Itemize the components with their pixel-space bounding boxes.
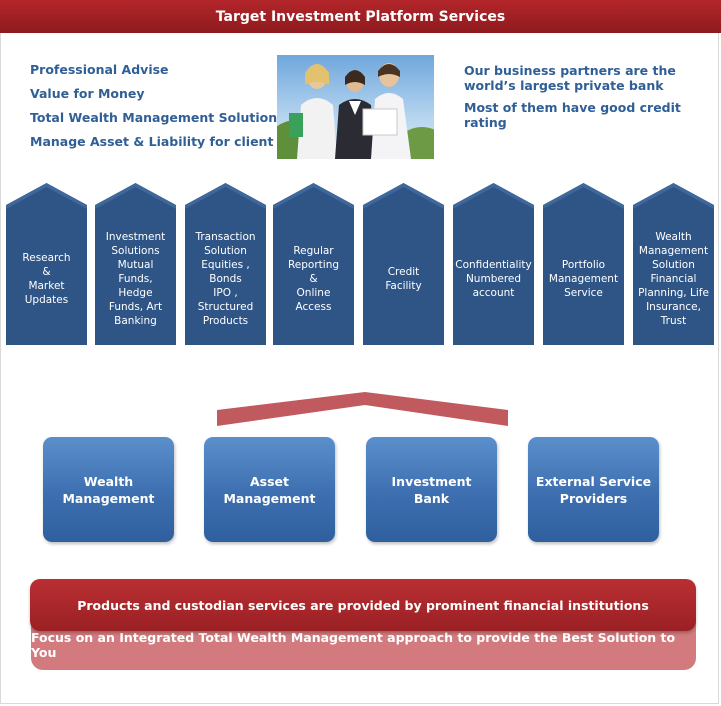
pillar-shape [6,183,87,345]
pillar-label: Portfolio Management Service [548,259,619,299]
division-label: Asset Management [223,473,316,506]
service-pillar: Wealth Management Solution Financial Pla… [633,183,714,345]
benefit-item: Manage Asset & Liability for client [30,134,274,149]
service-pillar: Transaction Solution Equities , Bonds IP… [185,183,266,345]
division-wealth-management: Wealth Management [43,437,174,542]
division-label: Wealth Management [62,473,155,506]
benefit-item: Professional Advise [30,62,169,77]
benefit-item: Total Wealth Management Solution [30,110,278,125]
division-label: Investment Bank [391,473,472,506]
partner-point: Our business partners are the world’s la… [464,63,676,93]
service-pillar: Investment Solutions Mutual Funds, Hedge… [95,183,176,345]
pillar-label: Investment Solutions Mutual Funds, Hedge… [105,231,166,327]
service-pillar: Research & Market Updates [6,183,87,345]
pillar-shape [273,183,354,345]
division-label: External Service Providers [535,473,652,506]
pillar-shape [453,183,534,345]
pillar-shape [363,183,444,345]
title-bar: Target Investment Platform Services [0,0,721,33]
primary-banner: Products and custodian services are prov… [30,579,696,631]
pillar-label: Transaction Solution Equities , Bonds IP… [195,231,256,327]
partner-point: Most of them have good credit rating [464,100,681,130]
pillar-label: Confidentiality Numbered account [455,259,532,299]
roof-polygon [217,392,508,426]
division-investment-bank: Investment Bank [366,437,497,542]
secondary-banner-text: Focus on an Integrated Total Wealth Mana… [31,630,676,660]
service-pillar: Confidentiality Numbered account [453,183,534,345]
page-title: Target Investment Platform Services [215,8,506,25]
division-asset-management: Asset Management [204,437,335,542]
pillar-shape [95,183,176,345]
business-team-photo [277,55,434,159]
partners-list: Our business partners are the world’s la… [464,63,714,137]
pillar-label: Wealth Management Solution Financial Pla… [638,231,709,327]
service-pillar: Portfolio Management Service [543,183,624,345]
division-external-service-providers: External Service Providers [528,437,659,542]
pillar-label: Credit Facility [385,266,422,292]
pillar-shape [543,183,624,345]
benefits-list: Professional Advise Value for Money Tota… [30,62,277,158]
primary-banner-text: Products and custodian services are prov… [77,597,649,613]
pillar-label: Research & Market Updates [22,252,71,306]
service-pillar: Credit Facility [363,183,444,345]
pillar-shape [633,183,714,345]
pillar-label: Regular Reporting & Online Access [287,245,340,313]
benefit-item: Value for Money [30,86,145,101]
pillar-shape [185,183,266,345]
service-pillar: Regular Reporting & Online Access [273,183,354,345]
